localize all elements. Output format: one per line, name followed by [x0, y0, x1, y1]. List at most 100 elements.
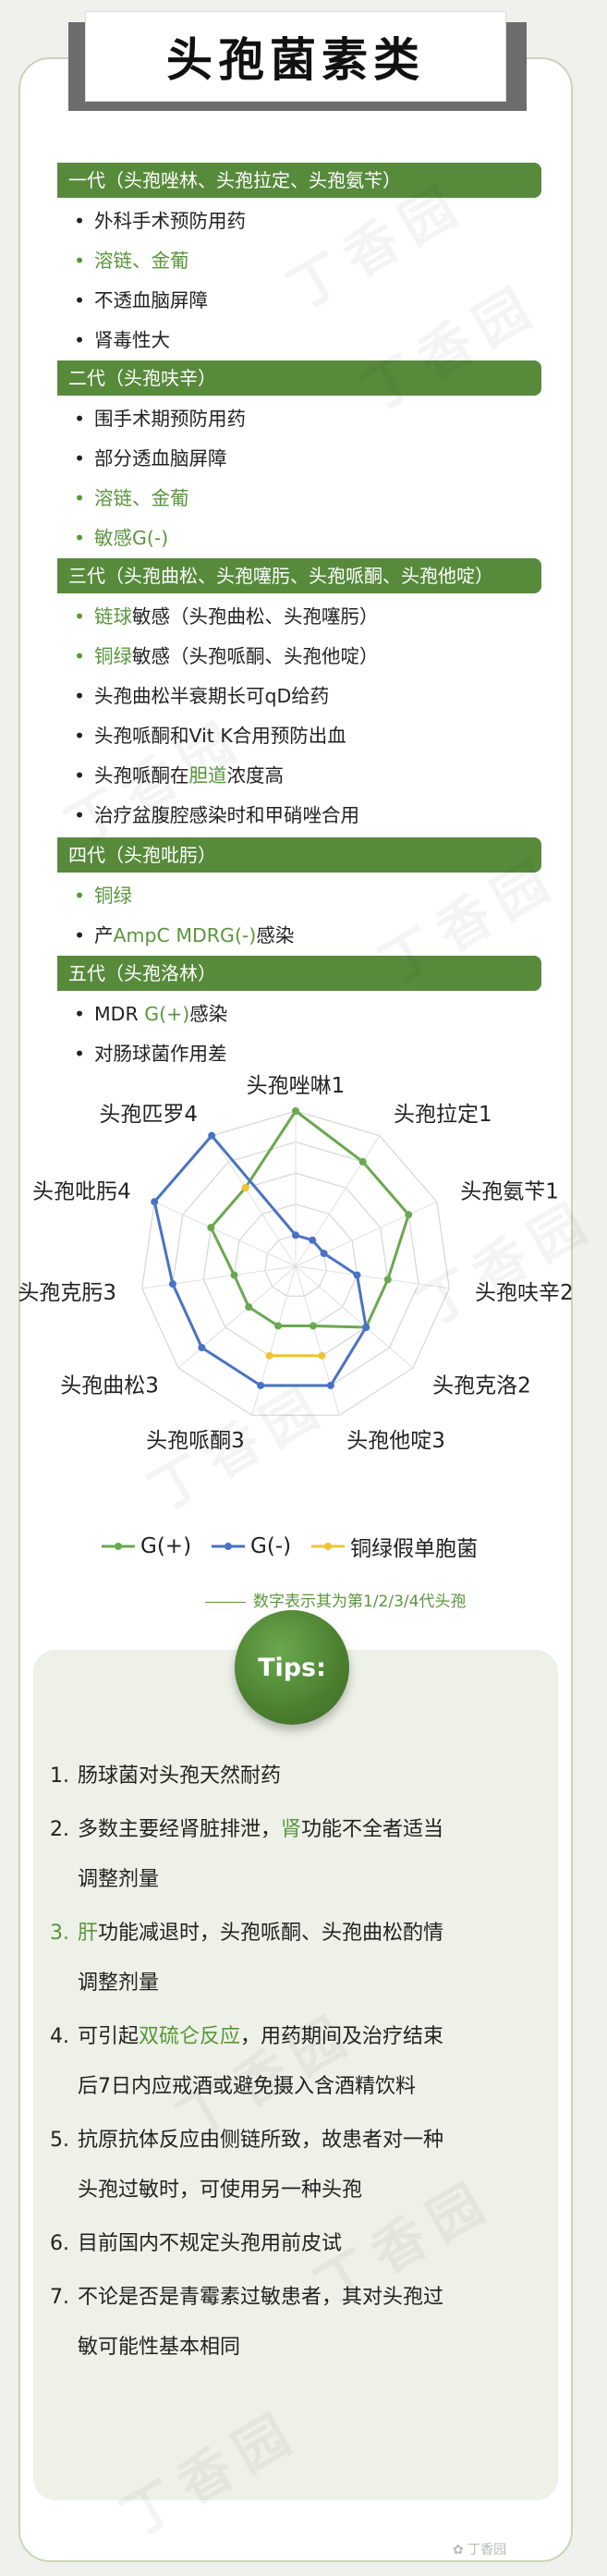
bullet-icon: •: [74, 885, 86, 907]
radar-point: [405, 1211, 413, 1219]
tip-line: 3. 肝功能减退时，头孢哌酮、头孢曲松酌情: [50, 1909, 549, 1959]
tip-line: 调整剂量: [50, 1855, 549, 1905]
tip-line: 敏可能性基本相同: [50, 2323, 549, 2373]
radar-point: [383, 1276, 392, 1284]
radar-axis-label: 头孢哌酮3: [146, 1429, 245, 1453]
radar-spoke: [153, 1201, 297, 1267]
radar-spoke: [295, 1135, 381, 1267]
tip-text: 肝: [78, 1922, 99, 1945]
legend-item: G(-): [212, 1534, 291, 1558]
bullet-icon: •: [74, 289, 86, 311]
item-text: MDR: [94, 1003, 145, 1025]
tip-line: 1.肠球菌对头孢天然耐药: [50, 1752, 549, 1801]
radar-point: [274, 1322, 283, 1330]
item-text: 敏感（头孢曲松、头孢噻肟）: [132, 605, 379, 628]
note-dash: [205, 1601, 246, 1603]
item-text: 胆道: [188, 764, 227, 787]
generation-item: •头孢哌酮在胆道浓度高: [74, 762, 284, 789]
tip-text: 敏可能性基本相同: [78, 2336, 241, 2359]
item-text: 外科手术预防用药: [94, 210, 246, 232]
corner-logo: ✿ 丁香园: [453, 2540, 506, 2558]
generation-item: •不透血脑屏障: [74, 287, 208, 314]
title-banner: 头孢菌素类: [59, 11, 532, 120]
generation-header: 三代（头孢曲松、头孢噻肟、头孢哌酮、头孢他啶）: [57, 558, 541, 593]
item-text: 部分透血脑屏障: [94, 447, 227, 470]
item-text: 浓度高: [226, 764, 285, 787]
generation-item: •MDR G(+)感染: [74, 1000, 227, 1028]
bullet-icon: •: [74, 487, 86, 509]
radar-point: [309, 1322, 317, 1330]
item-text: 头孢哌酮和Vit K合用预防出血: [94, 725, 346, 747]
item-text: 溶链、金葡: [94, 250, 189, 272]
tip-line: 7.不论是否是青霉素过敏患者，其对头孢过: [50, 2273, 549, 2323]
tip-line: 2.多数主要经肾脏排泄，肾功能不全者适当: [50, 1805, 549, 1855]
radar-point: [358, 1157, 367, 1166]
tip-number: 4.: [50, 2025, 69, 2048]
radar-point: [230, 1271, 238, 1279]
radar-point: [318, 1351, 326, 1360]
item-text: 感染: [189, 1003, 228, 1025]
bullet-icon: •: [74, 329, 86, 351]
generation-item: • 溶链、金葡: [74, 247, 189, 275]
radar-point: [168, 1280, 176, 1288]
radar-spoke: [251, 1265, 297, 1416]
item-text: 产: [94, 924, 114, 946]
generation-item: •围手术期预防用药: [74, 405, 246, 433]
tip-text: 目前国内不规定头孢用前皮试: [78, 2232, 343, 2255]
item-text: 敏感（头孢哌酮、头孢他啶）: [132, 645, 379, 667]
radar-spoke: [211, 1135, 297, 1267]
legend-item: 铜绿假单胞菌: [311, 1531, 478, 1562]
bullet-icon: •: [74, 1043, 86, 1065]
item-text: 铜绿: [94, 885, 132, 907]
tip-line: 头孢过敏时，可使用另一种头孢: [50, 2166, 549, 2216]
radar-point: [151, 1198, 159, 1206]
item-text: 围手术期预防用药: [94, 408, 246, 430]
item-text: 头孢曲松半衰期长可qD给药: [94, 685, 330, 707]
radar-point: [207, 1224, 215, 1232]
generation-item: • 部分透血脑屏障: [74, 445, 227, 472]
tip-text: 抗原抗体反应由侧链所致，故患者对一种: [78, 2129, 444, 2152]
legend-label: G(+): [140, 1534, 192, 1558]
radar-point: [309, 1236, 317, 1244]
tip-number: 3.: [50, 1922, 69, 1945]
radar-chart: 头孢唑啉1头孢拉定1头孢氨苄1头孢呋辛2头孢克洛2头孢他啶3头孢哌酮3头孢曲松3…: [18, 1074, 573, 1453]
radar-point: [353, 1271, 361, 1279]
generation-header: 一代（头孢唑林、头孢拉定、头孢氨苄）: [57, 163, 541, 198]
generation-header: 四代（头孢吡肟）: [57, 837, 541, 873]
tip-text: 肾: [281, 1818, 302, 1841]
radar-series-line: [209, 1109, 410, 1329]
generation-item: • 铜绿: [74, 882, 132, 910]
item-text: 溶链、金葡: [94, 487, 189, 509]
tip-text: 调整剂量: [78, 1868, 160, 1891]
tip-number: 6.: [50, 2232, 69, 2255]
bullet-icon: •: [74, 685, 86, 707]
radar-point: [292, 1231, 299, 1239]
tip-text: 功能减退时，头孢哌酮、头孢曲松酌情: [98, 1922, 444, 1945]
generation-item: •敏感G(-): [74, 524, 168, 552]
tips-badge: Tips:: [235, 1610, 349, 1725]
bullet-icon: •: [74, 645, 86, 667]
bullet-icon: •: [74, 1003, 86, 1025]
item-text: AmpC MDRG(-): [113, 924, 257, 946]
bullet-icon: •: [74, 725, 86, 747]
radar-point: [362, 1324, 370, 1332]
radar-spoke: [177, 1265, 297, 1369]
chart-note-text: 数字表示其为第1/2/3/4代头孢: [253, 1593, 467, 1611]
radar-point: [257, 1381, 265, 1389]
item-text: 链球: [94, 605, 132, 628]
radar-axis-label: 头孢他啶3: [346, 1429, 445, 1453]
page-title: 头孢菌素类: [85, 11, 506, 102]
item-text: 敏感G(-): [94, 527, 169, 549]
bullet-icon: •: [74, 447, 86, 470]
radar-spoke: [295, 1265, 414, 1369]
generation-item: •肾毒性大: [74, 326, 170, 354]
radar-spoke: [295, 1265, 340, 1416]
tip-line: 4.可引起双硫仑反应，用药期间及治疗结束: [50, 2012, 549, 2062]
generation-item: •对肠球菌作用差: [74, 1040, 227, 1068]
bullet-icon: •: [74, 804, 86, 826]
tip-line: 6. 目前国内不规定头孢用前皮试: [50, 2219, 549, 2269]
tip-number: 7.: [50, 2286, 69, 2309]
chart-note: 数字表示其为第1/2/3/4代头孢: [205, 1588, 466, 1611]
bullet-icon: •: [74, 250, 86, 272]
tip-text: 可引起: [78, 2025, 140, 2048]
